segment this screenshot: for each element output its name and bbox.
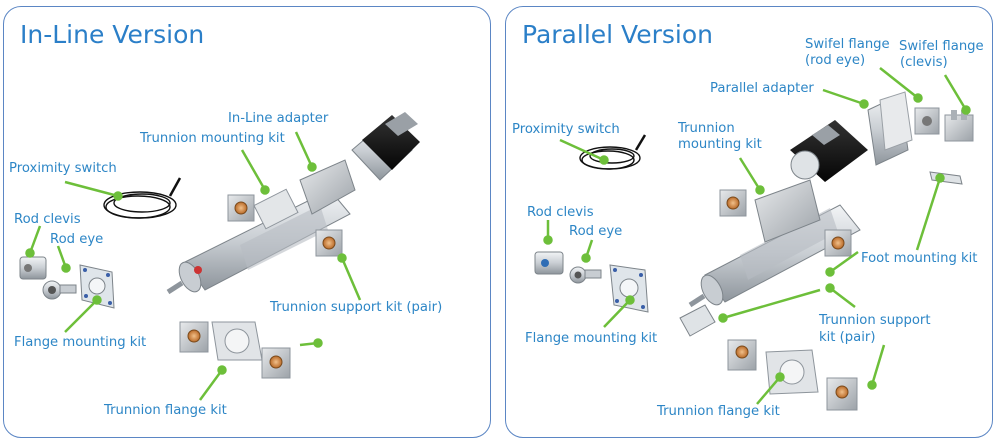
- label-trunnion-mounting-kit-line1: Trunnion: [678, 121, 735, 136]
- parallel-motor-illustration: [790, 120, 868, 182]
- label-foot-mounting-kit: Foot mounting kit: [861, 251, 978, 266]
- swifel-flange-rod-eye-illustration: [914, 107, 940, 135]
- proximity-switch-illustration: [103, 177, 182, 219]
- inline-actuator-illustration: [166, 159, 356, 295]
- trunnion-mounting-kit-parallel-illustration: [719, 189, 852, 257]
- label-flange-mounting-kit: Flange mounting kit: [14, 335, 147, 350]
- rod-clevis-illustration: [19, 256, 47, 280]
- proximity-switch-parallel-illustration: [579, 134, 647, 170]
- label-rod-eye-parallel: Rod eye: [569, 224, 623, 239]
- label-swifel-flange-rod-eye-line1: Swifel flange: [805, 37, 890, 52]
- label-rod-eye: Rod eye: [50, 232, 104, 247]
- flange-mounting-kit-parallel-illustration: [609, 264, 649, 313]
- trunnion-flange-kit-parallel-illustration: [727, 339, 858, 411]
- label-parallel-adapter: Parallel adapter: [710, 81, 814, 96]
- parallel-leader-lines: [543, 67, 971, 405]
- parallel-version-title: Parallel Version: [522, 20, 713, 49]
- label-trunnion-support-kit: Trunnion support kit (pair): [270, 300, 443, 315]
- label-trunnion-flange-kit: Trunnion flange kit: [104, 403, 227, 418]
- trunnion-support-kit-illustration: [315, 229, 343, 257]
- label-rod-clevis: Rod clevis: [14, 212, 81, 227]
- parallel-actuator-illustration: [688, 179, 861, 308]
- label-trunnion-mounting-kit-line2: mounting kit: [678, 137, 762, 152]
- label-trunnion-support-kit-line1: Trunnion support: [819, 313, 931, 328]
- label-proximity-switch: Proximity switch: [9, 161, 117, 176]
- parallel-adapter-illustration: [867, 91, 913, 166]
- rod-eye-parallel-illustration: [569, 266, 602, 284]
- label-in-line-adapter: In-Line adapter: [228, 111, 329, 126]
- label-trunnion-flange-kit-parallel: Trunnion flange kit: [657, 404, 780, 419]
- swifel-flange-clevis-illustration: [944, 110, 974, 142]
- trunnion-flange-kit-illustration: [179, 321, 291, 379]
- inline-motor-illustration: [351, 112, 420, 181]
- label-flange-mounting-kit-parallel: Flange mounting kit: [525, 331, 658, 346]
- trunnion-mounting-kit-illustration: [227, 194, 255, 222]
- label-proximity-switch-parallel: Proximity switch: [512, 122, 620, 137]
- label-swifel-flange-clevis-line1: Swifel flange: [899, 39, 984, 54]
- label-trunnion-support-kit-line2: kit (pair): [819, 330, 876, 345]
- label-swifel-flange-rod-eye-line2: (rod eye): [805, 53, 866, 68]
- inline-leader-lines: [25, 131, 362, 401]
- rod-eye-illustration: [42, 280, 77, 300]
- inline-version-panel: [3, 6, 491, 438]
- label-swifel-flange-clevis-line2: (clevis): [900, 55, 948, 70]
- rod-clevis-parallel-illustration: [534, 251, 564, 275]
- flange-mounting-kit-illustration: [79, 264, 115, 309]
- inline-version-title: In-Line Version: [20, 20, 205, 49]
- label-trunnion-mounting-kit: Trunnion mounting kit: [140, 131, 285, 146]
- label-rod-clevis-parallel: Rod clevis: [527, 205, 594, 220]
